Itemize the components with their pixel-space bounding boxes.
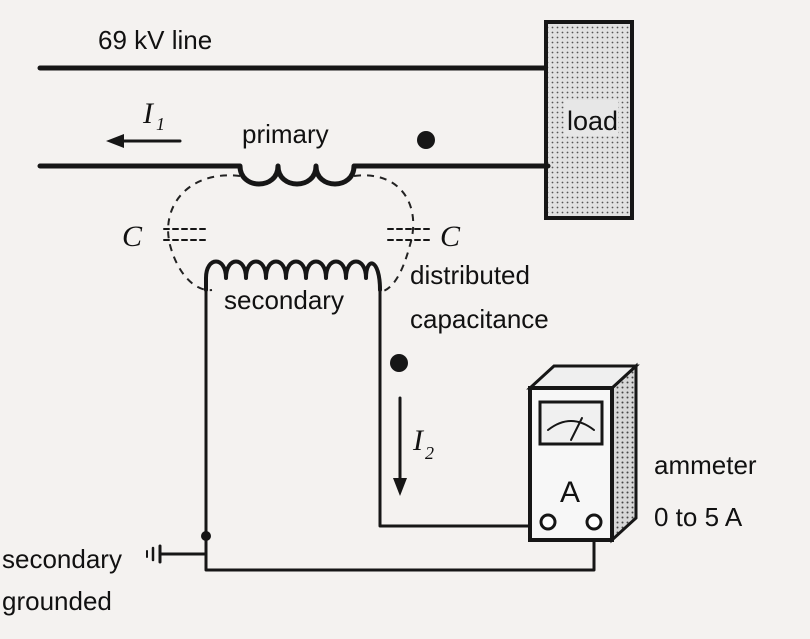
cap-right-label: C <box>440 220 461 253</box>
load-label: load <box>567 106 618 136</box>
line-label: 69 kV line <box>98 25 212 55</box>
secondary-polarity-dot <box>390 354 408 372</box>
secondary-wire-right <box>378 288 536 528</box>
primary-label: primary <box>242 119 329 149</box>
ground-symbol-icon <box>146 544 208 564</box>
primary-current-subscript: 1 <box>156 114 165 134</box>
primary-current-symbol: I <box>142 97 155 130</box>
ammeter-icon <box>526 362 640 544</box>
cap-left-label: C <box>122 220 143 253</box>
primary-polarity-dot <box>417 131 435 149</box>
ammeter-letter: A <box>560 476 580 509</box>
secondary-current-subscript: 2 <box>425 443 434 463</box>
ammeter-label-line1: ammeter <box>654 450 757 480</box>
secondary-wire-left <box>204 288 596 572</box>
secondary-current-arrowhead <box>393 478 407 496</box>
ammeter-label-line2: 0 to 5 A <box>654 502 743 532</box>
primary-conductor <box>37 163 551 187</box>
ground-label-line1: secondary <box>2 544 122 574</box>
secondary-coil <box>204 259 382 292</box>
secondary-current-symbol: I <box>412 424 425 457</box>
load-label-bg <box>564 100 618 136</box>
ground-junction-dot <box>201 531 211 541</box>
capacitance-outline <box>167 174 415 293</box>
ground-label-line2: grounded <box>2 586 112 616</box>
distributed-label-line1: distributed <box>410 260 530 290</box>
primary-current-arrowhead <box>106 134 124 148</box>
secondary-label: secondary <box>224 285 344 315</box>
distributed-label-line2: capacitance <box>410 304 549 334</box>
